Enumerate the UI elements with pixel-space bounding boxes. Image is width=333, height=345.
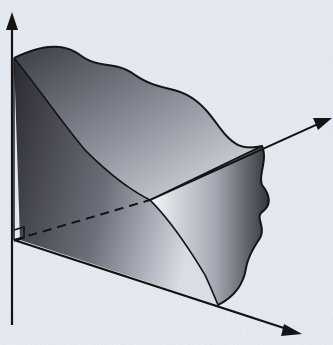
surface-diagram xyxy=(0,0,333,345)
